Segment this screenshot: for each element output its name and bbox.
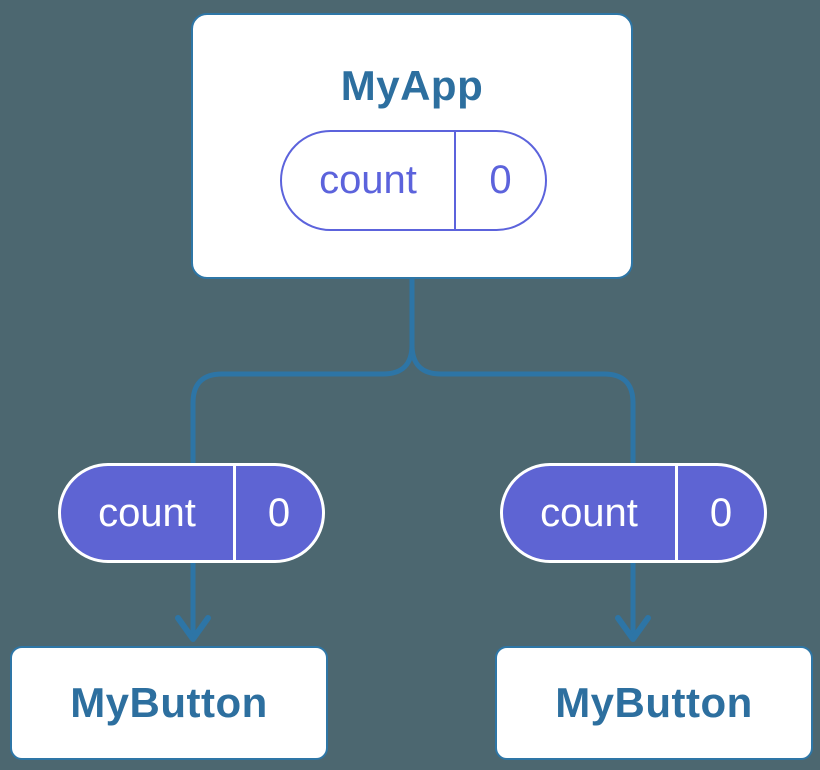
node-mybutton-left: MyButton: [10, 646, 328, 760]
prop-pill-value: 0: [709, 490, 733, 535]
left-branch-line: [190, 344, 415, 636]
right-branch-line: [409, 344, 636, 636]
state-pill-key: count: [282, 132, 456, 229]
state-pill-myapp: count 0: [280, 130, 547, 231]
state-pill-value: 0: [489, 158, 512, 202]
prop-pill-value: 0: [267, 490, 291, 535]
node-mybutton-right: MyButton: [495, 646, 813, 760]
node-mybutton-title: MyButton: [70, 679, 268, 726]
arrow-down-icon: [615, 615, 651, 642]
prop-pill-left: count 0: [58, 463, 325, 563]
node-mybutton-title: MyButton: [555, 679, 753, 726]
node-myapp-title: MyApp: [340, 62, 484, 109]
node-myapp: MyApp count 0: [191, 13, 633, 279]
prop-pill-key: count: [61, 466, 236, 560]
prop-pill-right: count 0: [500, 463, 767, 563]
prop-pill-key: count: [503, 466, 678, 560]
arrow-down-icon: [175, 615, 211, 642]
